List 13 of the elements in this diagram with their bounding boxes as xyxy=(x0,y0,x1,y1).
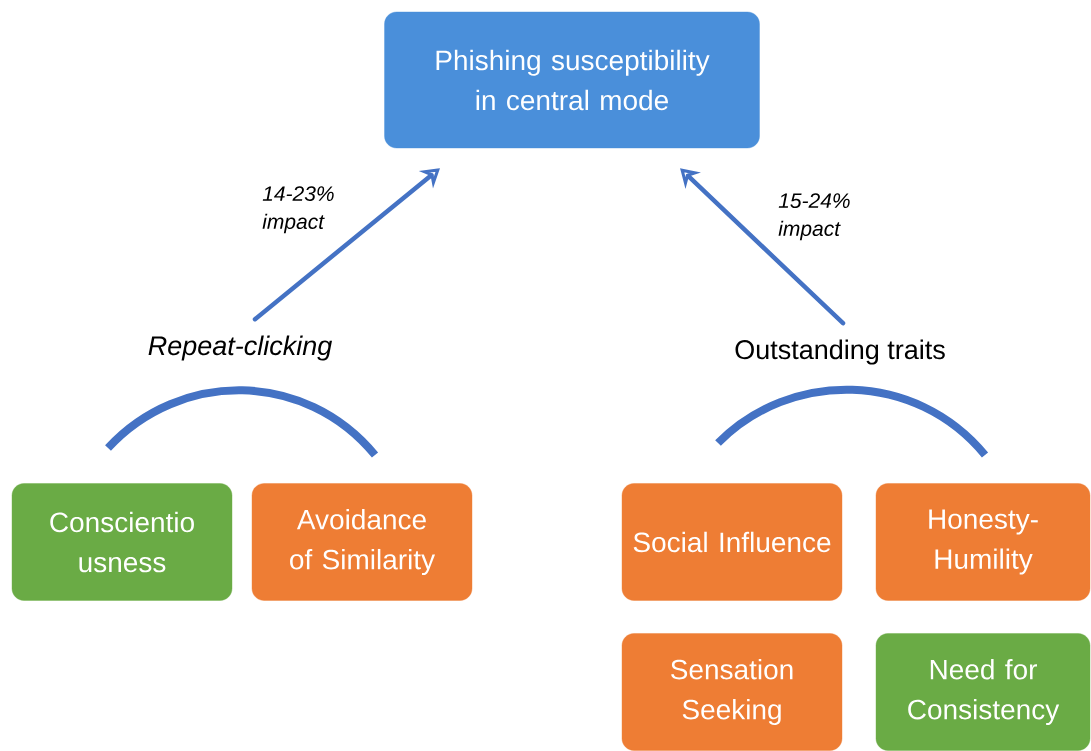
process-box: Conscientio usness xyxy=(11,483,233,601)
process-box: Phishing susceptibility in central mode xyxy=(384,11,760,149)
edge-label: 15-24% impact xyxy=(778,193,850,241)
group-label: Repeat-clicking xyxy=(148,335,333,361)
process-box: Need for Consistency xyxy=(875,633,1091,751)
process-box: Honesty- Humility xyxy=(875,483,1091,601)
group-label: Outstanding traits xyxy=(735,339,945,365)
arrow xyxy=(680,168,846,326)
edge-label: 14-23% impact xyxy=(262,186,334,234)
arrow xyxy=(252,168,440,322)
process-box: Social Influence xyxy=(621,483,843,601)
process-box: Sensation Seeking xyxy=(621,633,843,751)
process-box: Avoidance of Similarity xyxy=(251,483,473,601)
